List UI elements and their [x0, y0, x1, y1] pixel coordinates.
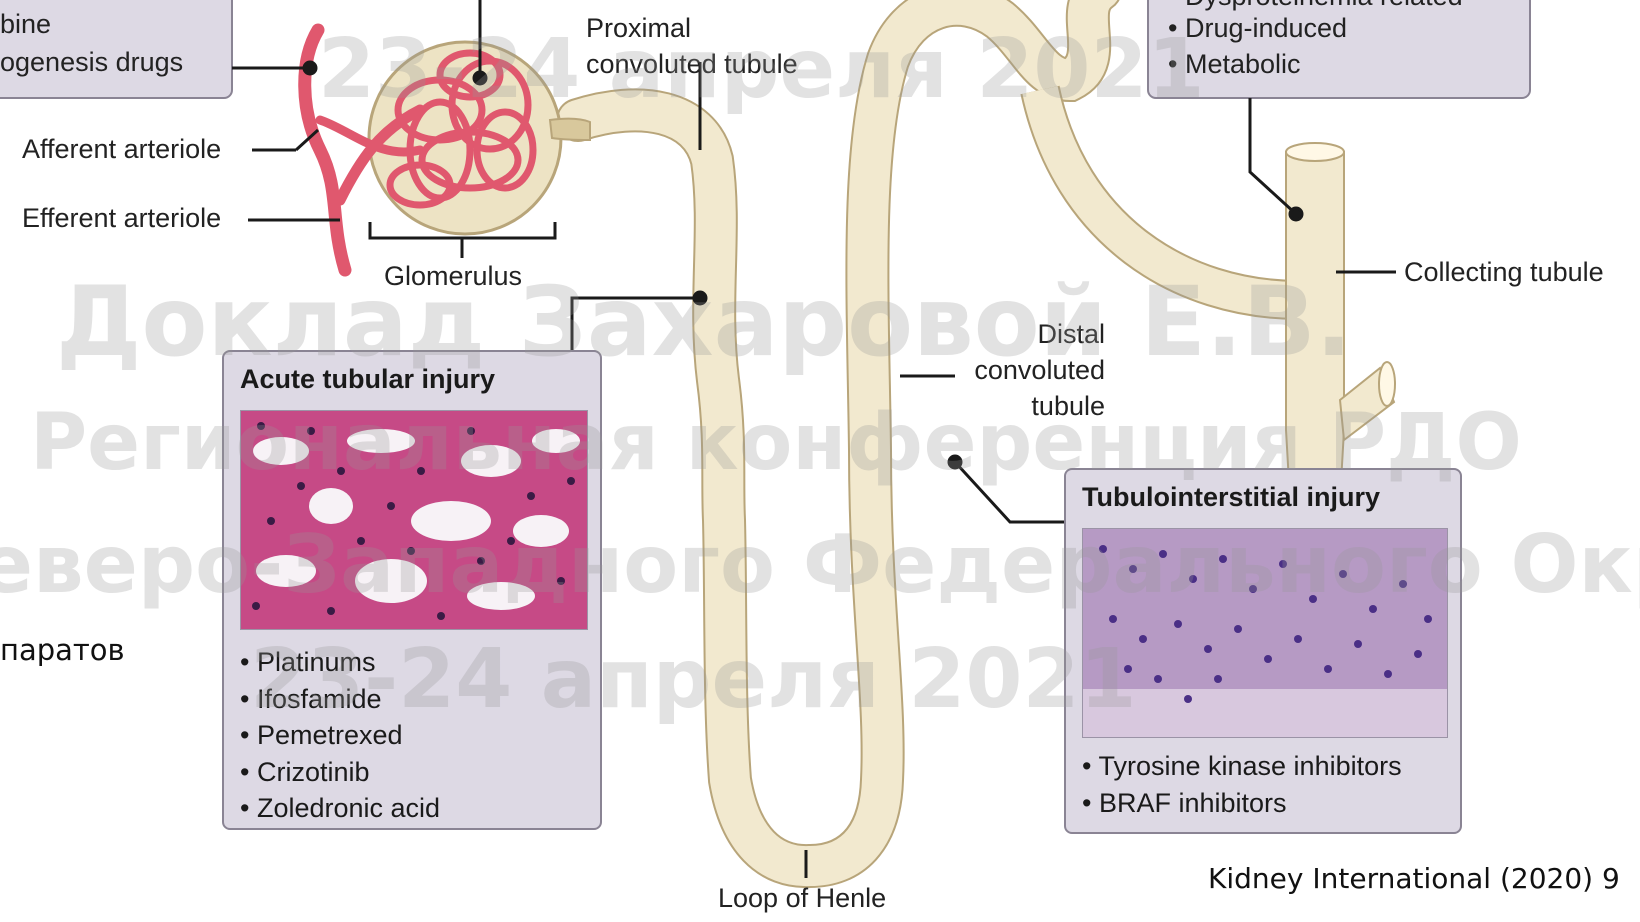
top-right-item-3: • Metabolic	[1168, 46, 1301, 82]
acute-drug-item: Platinums	[240, 644, 440, 681]
tubulo-histology-image	[1082, 528, 1448, 738]
acute-box-title: Acute tubular injury	[240, 364, 600, 395]
top-left-box-line-1: bine	[0, 6, 51, 42]
collecting-tubule	[1286, 143, 1395, 500]
citation: Kidney International (2020) 9	[1208, 862, 1620, 895]
tubulo-box-title: Tubulointerstitial injury	[1082, 482, 1460, 513]
acute-drug-item: Crizotinib	[240, 754, 440, 791]
top-left-box-line-2: ogenesis drugs	[0, 44, 183, 80]
label-glomerulus: Glomerulus	[384, 258, 522, 294]
tubulo-drug-item: Tyrosine kinase inhibitors	[1082, 748, 1402, 785]
acute-drug-list: Platinums Ifosfamide Pemetrexed Crizotin…	[224, 644, 440, 827]
label-afferent-arteriole: Afferent arteriole	[22, 131, 221, 167]
label-proximal-tubule: Proximal convoluted tubule	[586, 10, 798, 82]
acute-drug-item: Zoledronic acid	[240, 790, 440, 827]
left-text-fragment: паратов	[0, 633, 125, 667]
label-loop-of-henle: Loop of Henle	[718, 880, 886, 916]
acute-drug-item: Pemetrexed	[240, 717, 440, 754]
acute-histology-image	[240, 410, 588, 630]
tubulo-drug-item: BRAF inhibitors	[1082, 785, 1402, 822]
label-collecting-tubule: Collecting tubule	[1404, 254, 1604, 290]
top-right-item-2: • Drug-induced	[1168, 10, 1347, 46]
acute-tubular-injury-box: Acute tubular injury Platinums Ifosfami	[222, 350, 602, 830]
acute-drug-item: Ifosfamide	[240, 681, 440, 718]
tubulo-drug-list: Tyrosine kinase inhibitors BRAF inhibito…	[1066, 748, 1402, 821]
tubulointerstitial-injury-box: Tubulointerstitial injury Tyrosine kinas…	[1064, 468, 1462, 834]
label-distal-tubule: Distal convoluted tubule	[950, 316, 1105, 424]
label-efferent-arteriole: Efferent arteriole	[22, 200, 221, 236]
